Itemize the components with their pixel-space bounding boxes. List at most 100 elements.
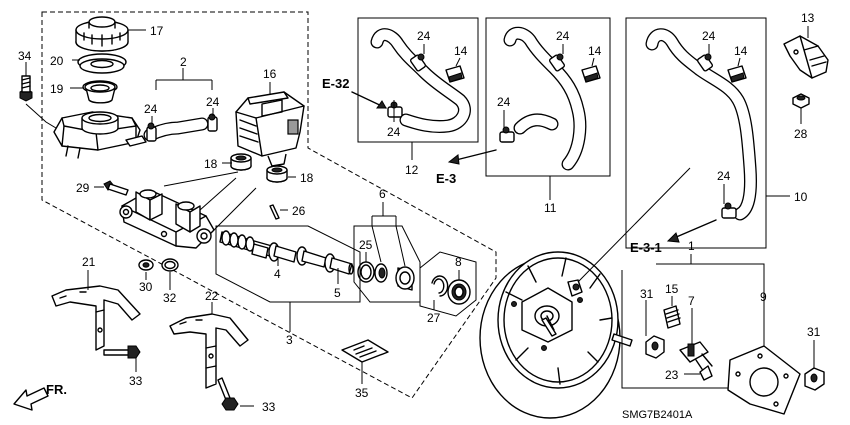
bolt-33-lower-part <box>217 377 239 411</box>
callout-8: 8 <box>455 255 462 269</box>
callout-15: 15 <box>665 282 679 296</box>
callout-1: 1 <box>688 239 695 253</box>
callout-33-lower: 33 <box>262 400 276 414</box>
leader-14-h12 <box>455 57 461 67</box>
clamp-14-h11-part <box>581 65 601 83</box>
hose-clip-24-h10a-part <box>696 53 714 72</box>
callout-7: 7 <box>688 294 695 308</box>
seal-6-b-part <box>395 266 415 291</box>
callout-33-upper: 33 <box>129 374 143 388</box>
callout-5: 5 <box>334 286 341 300</box>
callout-24-hose-right: 24 <box>206 95 220 109</box>
callout-20: 20 <box>50 54 64 68</box>
svg-text:E-3: E-3 <box>436 171 456 186</box>
callout-21: 21 <box>82 255 96 269</box>
callout-24-h11b: 24 <box>497 95 511 109</box>
seal-6-a-part <box>374 263 388 283</box>
callout-9: 9 <box>760 290 767 304</box>
callout-14-h11: 14 <box>588 44 602 58</box>
vacuum-hose-11-part <box>503 26 587 171</box>
callout-35: 35 <box>355 386 369 400</box>
callout-13: 13 <box>801 11 815 25</box>
bracket-13-part <box>783 35 829 79</box>
washer-30-part <box>138 259 154 271</box>
grommet-18-upper-part <box>230 153 252 171</box>
leader-2 <box>155 68 213 90</box>
callout-34: 34 <box>18 49 32 63</box>
callout-12: 12 <box>405 163 419 177</box>
hose-frame-10 <box>625 17 767 249</box>
reservoir-cap-part <box>75 16 129 52</box>
clamp-14-h10-part <box>727 65 747 83</box>
callout-4: 4 <box>274 267 281 281</box>
callout-10: 10 <box>794 190 808 204</box>
leader-14-h10 <box>737 57 741 67</box>
callout-31-left: 31 <box>640 287 654 301</box>
callout-22: 22 <box>205 289 219 303</box>
reservoir-hose-part <box>143 117 209 142</box>
reservoir-tank-part <box>53 111 147 159</box>
bolt-34-part <box>19 75 33 102</box>
nut-31-right-part <box>804 367 825 391</box>
leader-6 <box>371 202 406 267</box>
clip-23-part <box>699 365 713 381</box>
diagram-code: SMG7B2401A <box>622 409 693 421</box>
piston-secondary-part <box>296 246 354 275</box>
ref-e32[interactable]: E-32 <box>322 76 387 109</box>
bolt-33-upper-part <box>103 345 141 359</box>
remote-reservoir-part <box>235 91 305 167</box>
callout-11: 11 <box>544 201 557 215</box>
hose-clip-24-left-part <box>146 122 157 142</box>
hose-frame-12 <box>357 17 479 143</box>
callout-18-upper: 18 <box>204 157 218 171</box>
callout-14-h10: 14 <box>734 44 748 58</box>
hose-clip-24-h11a-part <box>548 53 566 72</box>
caution-label-35-part <box>341 339 389 363</box>
callout-30: 30 <box>139 280 153 294</box>
pin-26-part <box>269 204 280 220</box>
callout-24-h10b: 24 <box>717 169 731 183</box>
front-direction-arrow: FR. <box>13 382 67 411</box>
callout-18-lower: 18 <box>300 171 314 185</box>
callout-2: 2 <box>180 55 187 69</box>
leader-14-h11 <box>591 57 595 67</box>
gasket-9-part <box>727 345 801 415</box>
hose-clip-24-h11b-part <box>499 126 515 143</box>
circlip-27-part <box>431 275 449 297</box>
callout-26: 26 <box>292 204 306 218</box>
callout-24-h12b: 24 <box>387 125 401 139</box>
piston-primary-part <box>219 230 297 263</box>
clamp-14-h12-part <box>445 65 465 83</box>
callout-32: 32 <box>163 291 177 305</box>
master-cylinder-group-boundary <box>41 11 497 399</box>
leader-mc-group <box>199 177 257 231</box>
ref-e31[interactable]: E-3-1 <box>630 219 717 255</box>
vacuum-hose-10-part <box>645 28 757 221</box>
nut-31-left-part <box>645 335 665 359</box>
callout-28: 28 <box>794 127 808 141</box>
callout-27: 27 <box>427 311 441 325</box>
hose-clip-24-h12b-part <box>387 101 403 118</box>
vacuum-hose-12-part <box>370 28 471 133</box>
ref-e3[interactable]: E-3 <box>436 149 497 186</box>
callout-19: 19 <box>50 82 64 96</box>
piston-kit-box <box>215 225 361 303</box>
callout-24-h12a: 24 <box>417 29 431 43</box>
svg-text:E-3-1: E-3-1 <box>630 240 662 255</box>
callout-29: 29 <box>76 181 90 195</box>
callout-17: 17 <box>150 24 164 38</box>
seal-6-box <box>353 225 421 303</box>
callout-23: 23 <box>665 368 679 382</box>
callout-25: 25 <box>359 238 373 252</box>
reservoir-seal-part <box>77 53 127 74</box>
seal-kit-box <box>419 251 477 317</box>
callout-16: 16 <box>263 67 277 81</box>
master-cylinder-body-part <box>119 189 215 249</box>
callout-31-right: 31 <box>807 325 821 339</box>
callout-24-hose-left: 24 <box>144 102 158 116</box>
bracket-22-part <box>169 313 249 389</box>
front-direction-label: FR. <box>46 382 67 397</box>
callout-24-h11a: 24 <box>556 29 570 43</box>
leader-34 <box>25 62 57 129</box>
